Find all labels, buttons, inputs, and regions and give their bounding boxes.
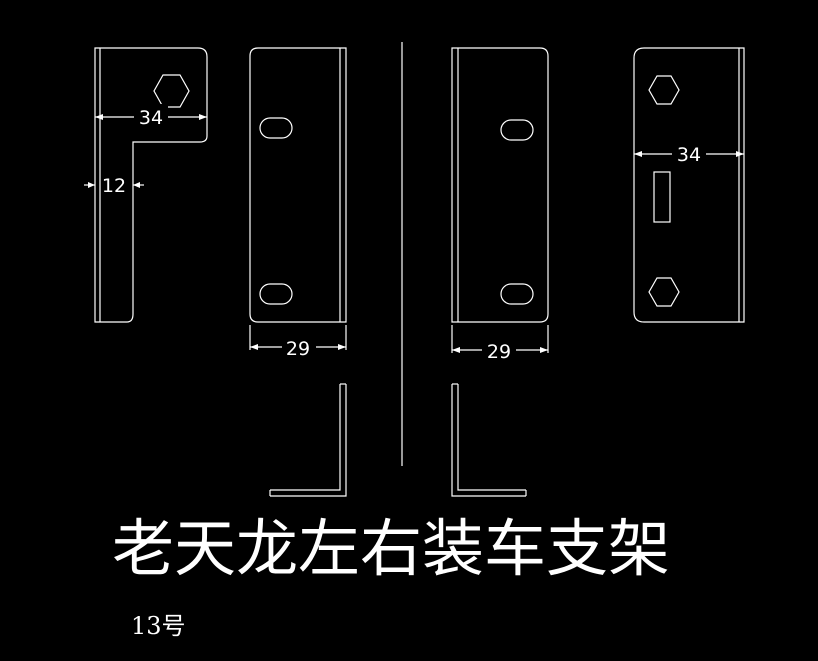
right-plate-outline [633,47,745,323]
center-right-dim-arrow-a [452,347,460,353]
left-dim-12-arrow-a [88,182,95,188]
right-l-profile [451,383,527,497]
center-left-slot-bottom [259,283,293,305]
model-number: 13号 [131,612,186,640]
right-dim-34-arrow-b [736,151,744,157]
center-right-dim-label: 29 [487,341,511,363]
left-dim-12-arrow-b [133,182,140,188]
center-right-outline [451,47,549,323]
right-dim-34-label: 34 [677,144,701,166]
center-right-dim-bg [482,339,516,361]
center-left-dim-bg [282,336,316,358]
left-l-profile-outer [270,384,347,497]
left-bracket-outline-outer [94,47,208,323]
center-right-slot-top [500,119,534,141]
center-right-dim-arrow-b [540,347,548,353]
right-dim-34-arrow-a [634,151,642,157]
left-dim-34-label: 34 [139,107,163,129]
right-l-profile-inner [457,384,526,491]
center-left-plate: 29 [249,47,347,360]
center-left-dim-arrow-a [250,344,258,350]
right-plate: 34 [633,47,745,323]
left-dim-34-bg [134,104,168,128]
center-left-dim-arrow-b [338,344,346,350]
left-l-bracket: 34 12 [84,47,208,323]
right-l-profile-outer [451,384,526,497]
right-plate-hex-hole-bottom [648,277,680,307]
drawing-title: 老天龙左右装车支架 [112,512,670,585]
right-plate-rect-slot [653,171,671,223]
left-dim-12-label: 12 [102,175,126,197]
center-right-slot-bottom [500,283,534,305]
center-right-plate: 29 [451,47,549,363]
center-left-slot-top [259,117,293,139]
right-dim-34-bg [672,143,706,165]
right-plate-hex-hole-top [648,75,680,105]
left-dim-34-arrow-a [95,114,103,120]
left-l-profile [269,383,347,497]
left-dim-34-arrow-b [199,114,207,120]
left-bracket-hex-hole [153,74,190,108]
left-l-profile-inner [270,384,341,491]
center-left-outline [249,47,347,323]
center-left-dim-label: 29 [286,338,310,360]
